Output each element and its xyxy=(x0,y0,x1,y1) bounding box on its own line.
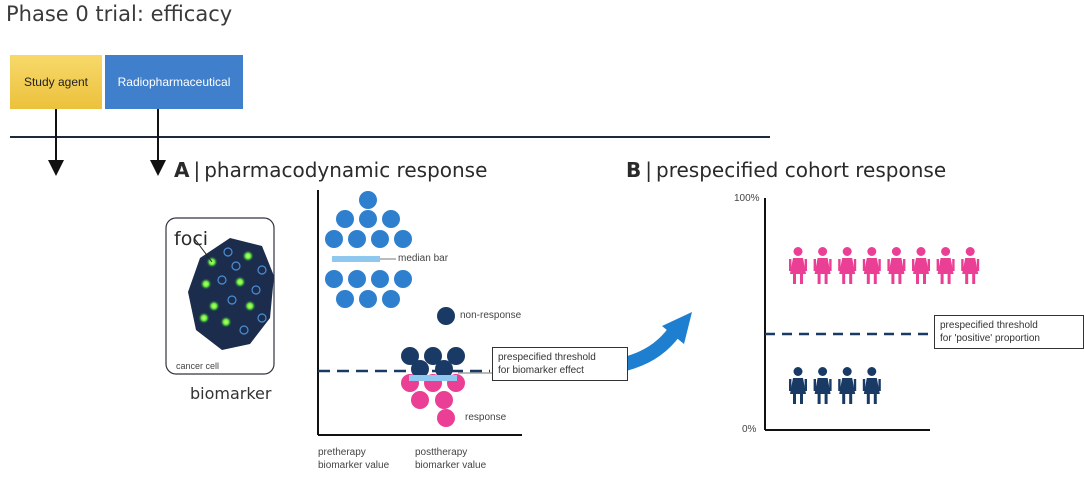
pretherapy-dot xyxy=(394,270,412,288)
panel-b-letter: B xyxy=(626,158,642,182)
receptor-ring xyxy=(227,295,237,305)
responder-figure xyxy=(912,247,930,284)
focus-spot xyxy=(200,278,212,290)
non-response-dot xyxy=(437,307,455,325)
panel-b-title: prespecified cohort response xyxy=(656,158,947,182)
pretherapy-dot xyxy=(336,210,354,228)
receptor-ring xyxy=(223,247,233,257)
panel-b-threshold-callout: prespecified threshold for 'positive' pr… xyxy=(934,315,1084,349)
panel-b-y-top-label: 100% xyxy=(734,193,760,204)
focus-spot xyxy=(198,312,210,324)
panel-b-separator: | xyxy=(645,158,652,182)
pretherapy-dot xyxy=(359,191,377,209)
pretherapy-dot xyxy=(382,290,400,308)
nonresponder-figure xyxy=(789,367,807,404)
panel-a-header: A|pharmacodynamic response xyxy=(174,158,487,182)
response-dot xyxy=(435,391,453,409)
nonresponder-figure xyxy=(813,367,832,404)
responder-figure xyxy=(936,247,955,284)
receptor-ring xyxy=(257,313,267,323)
panel-a-letter: A xyxy=(174,158,190,182)
focus-spot xyxy=(242,250,254,262)
response-dot xyxy=(411,391,429,409)
pretherapy-dot xyxy=(348,270,366,288)
nonresponder-figure xyxy=(862,367,881,404)
x-label-pretherapy: pretherapy biomarker value xyxy=(318,447,390,471)
page-title: Phase 0 trial: efficacy xyxy=(6,2,233,26)
pretherapy-dot xyxy=(371,230,389,248)
transition-arrow-head xyxy=(662,312,692,344)
nonresponder-figure xyxy=(838,367,857,404)
focus-spot xyxy=(220,316,232,328)
receptor-ring xyxy=(257,265,267,275)
pretherapy-dot xyxy=(382,210,400,228)
pretherapy-dot xyxy=(394,230,412,248)
posttherapy-dots xyxy=(401,307,465,427)
receptor-ring xyxy=(217,275,227,285)
non-response-dot xyxy=(447,347,465,365)
responder-figure xyxy=(813,247,832,284)
panel-b-y-bottom-label: 0% xyxy=(742,424,757,435)
focus-spot xyxy=(244,300,256,312)
responder-figure xyxy=(961,247,980,284)
radiopharmaceutical-box: Radiopharmaceutical xyxy=(105,55,243,109)
foci-pointer-line xyxy=(193,237,213,263)
nonresponder-figures xyxy=(789,367,881,404)
responder-figure xyxy=(887,247,906,284)
non-response-dot xyxy=(435,360,453,378)
response-label: response xyxy=(465,412,507,423)
non-response-dot xyxy=(411,360,429,378)
focus-spot xyxy=(208,300,220,312)
non-response-label: non-response xyxy=(460,310,522,321)
pretherapy-dot xyxy=(359,290,377,308)
pretherapy-dot xyxy=(325,270,343,288)
biomarker-label: biomarker xyxy=(190,384,272,403)
receptor-ring xyxy=(231,261,241,271)
pretherapy-dot xyxy=(336,290,354,308)
cancer-cell-label: cancer cell xyxy=(176,361,220,371)
pretherapy-dot xyxy=(348,230,366,248)
non-response-dot xyxy=(424,347,442,365)
panel-a-title: pharmacodynamic response xyxy=(204,158,488,182)
receptor-ring xyxy=(239,325,249,335)
posttherapy-median-bar xyxy=(409,375,457,381)
median-bar-label: median bar xyxy=(398,253,449,264)
foci-label: foci xyxy=(174,228,209,250)
non-response-dot xyxy=(401,347,419,365)
panel-a-threshold-callout: prespecified threshold for biomarker eff… xyxy=(492,347,628,381)
panel-b-header: B|prespecified cohort response xyxy=(626,158,946,182)
pretherapy-dot xyxy=(359,210,377,228)
focus-spot xyxy=(234,276,246,288)
responder-figures xyxy=(789,247,980,284)
receptor-ring xyxy=(251,285,261,295)
pretherapy-dot xyxy=(371,270,389,288)
x-label-posttherapy: posttherapy biomarker value xyxy=(415,447,487,471)
pretherapy-dots xyxy=(325,191,412,308)
response-dot xyxy=(437,409,455,427)
responder-figure xyxy=(862,247,881,284)
pretherapy-median-bar xyxy=(332,256,380,262)
responder-figure xyxy=(838,247,857,284)
responder-figure xyxy=(789,247,807,284)
panel-a-separator: | xyxy=(193,158,201,182)
study-agent-box: Study agent xyxy=(10,55,102,109)
pretherapy-dot xyxy=(325,230,343,248)
